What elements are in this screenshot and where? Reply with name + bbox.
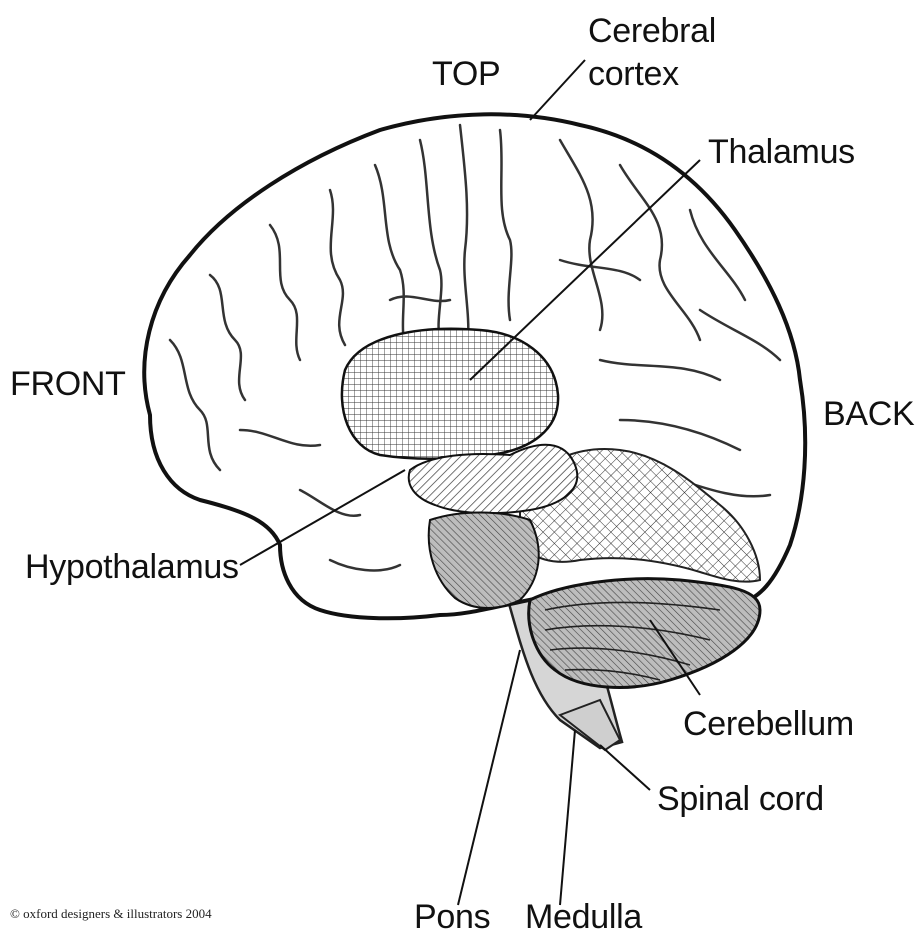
label-pons: Pons xyxy=(414,898,490,936)
label-hypothalamus: Hypothalamus xyxy=(25,548,239,586)
label-medulla: Medulla xyxy=(525,898,642,936)
label-cerebral-cortex-line1: Cerebral xyxy=(588,12,716,50)
label-thalamus: Thalamus xyxy=(708,133,855,171)
label-spinal-cord: Spinal cord xyxy=(657,780,824,818)
thalamus-shape xyxy=(342,329,558,459)
label-back: BACK xyxy=(823,395,914,433)
label-cerebellum: Cerebellum xyxy=(683,705,854,743)
cerebellum-shape xyxy=(529,579,760,688)
label-cerebral-cortex-line2: cortex xyxy=(588,55,679,93)
label-top: TOP xyxy=(432,55,500,93)
label-front: FRONT xyxy=(10,365,126,403)
copyright-credit: © oxford designers & illustrators 2004 xyxy=(10,906,212,922)
